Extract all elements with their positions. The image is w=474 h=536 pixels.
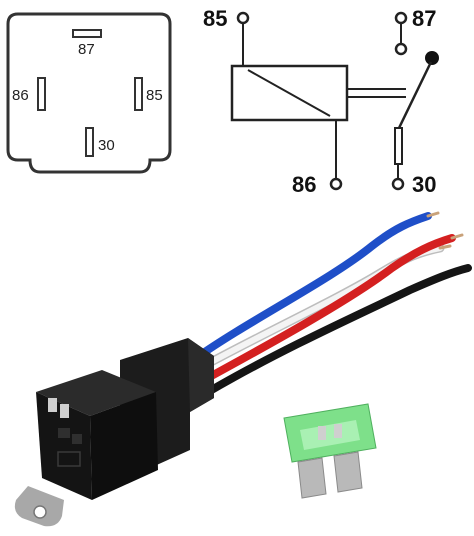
contact-87-dot bbox=[394, 42, 408, 56]
pin-87-slot bbox=[72, 29, 102, 38]
coil-diagonal bbox=[247, 69, 331, 117]
pin-87-label: 87 bbox=[78, 41, 95, 58]
wire-blue-tip bbox=[426, 211, 440, 218]
relay-body-side bbox=[90, 392, 158, 500]
pin-86-label: 86 bbox=[12, 87, 29, 104]
wire-black bbox=[204, 264, 472, 396]
terminal-85-label: 85 bbox=[203, 6, 227, 31]
blade-fuse bbox=[283, 403, 377, 499]
footprint-outline bbox=[6, 12, 172, 174]
switch-arm bbox=[397, 61, 433, 129]
relay-body-front bbox=[36, 392, 92, 500]
relay-schematic bbox=[230, 11, 439, 191]
wire-blue bbox=[192, 212, 432, 362]
wire-white-inner bbox=[197, 245, 443, 371]
mounting-hole bbox=[33, 505, 47, 519]
relay-terminal-1 bbox=[48, 398, 57, 412]
wire-red bbox=[200, 234, 456, 384]
schematic-labels: 85 87 86 30 bbox=[203, 6, 436, 197]
relay-footprint: 87 86 85 30 bbox=[6, 12, 172, 174]
wire-white-tip bbox=[438, 244, 452, 250]
terminal-87-dot bbox=[394, 11, 408, 25]
terminal-86-dot bbox=[329, 177, 343, 191]
contact-nc-dot bbox=[425, 51, 439, 65]
fuse-window bbox=[300, 420, 360, 450]
pin-85-label: 85 bbox=[146, 87, 163, 104]
coil-box bbox=[230, 64, 349, 122]
pin-85-slot bbox=[134, 77, 143, 111]
wire-red-tip bbox=[450, 233, 464, 240]
pin-86-slot bbox=[37, 77, 46, 111]
terminal-85-dot bbox=[236, 11, 250, 25]
terminal-30-label: 30 bbox=[412, 172, 436, 197]
fuse-blade-right bbox=[333, 451, 363, 493]
terminal-30-spring bbox=[394, 127, 403, 165]
fuse-blade-left bbox=[297, 457, 327, 499]
pin-30-slot bbox=[85, 127, 94, 157]
relay-terminal-2 bbox=[60, 404, 69, 418]
relay-with-socket bbox=[14, 338, 214, 527]
terminal-87-label: 87 bbox=[412, 6, 436, 31]
pin-30-label: 30 bbox=[98, 137, 115, 154]
terminal-86-label: 86 bbox=[292, 172, 316, 197]
terminal-30-dot bbox=[391, 177, 405, 191]
wire-harness bbox=[192, 211, 472, 396]
